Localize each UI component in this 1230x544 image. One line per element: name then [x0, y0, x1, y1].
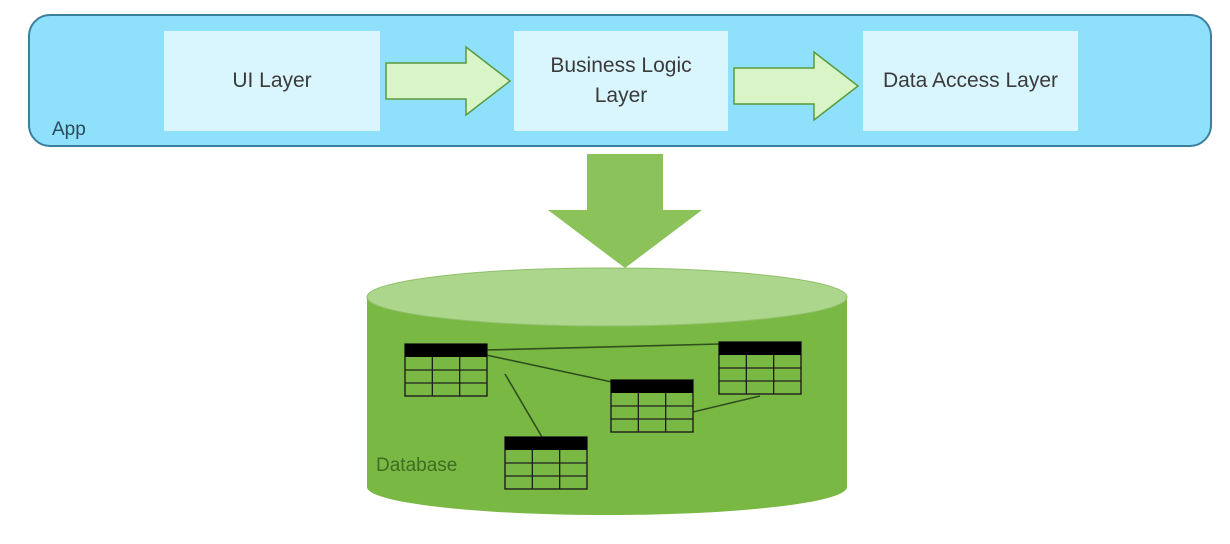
down-arrow	[548, 154, 702, 268]
db-table-icon	[718, 341, 802, 395]
db-table-icon	[504, 436, 588, 490]
ui-layer-box: UI Layer	[164, 31, 380, 131]
right-arrow-1	[385, 45, 512, 117]
db-table-icon	[610, 379, 694, 433]
db-table-icon	[404, 343, 488, 397]
business-logic-layer-box: Business Logic Layer	[514, 31, 728, 131]
app-label: App	[52, 119, 86, 140]
relationship-lines	[485, 343, 761, 438]
data-access-layer-box: Data Access Layer	[863, 31, 1078, 131]
database-label: Database	[376, 455, 458, 476]
right-arrow-2	[733, 50, 860, 122]
